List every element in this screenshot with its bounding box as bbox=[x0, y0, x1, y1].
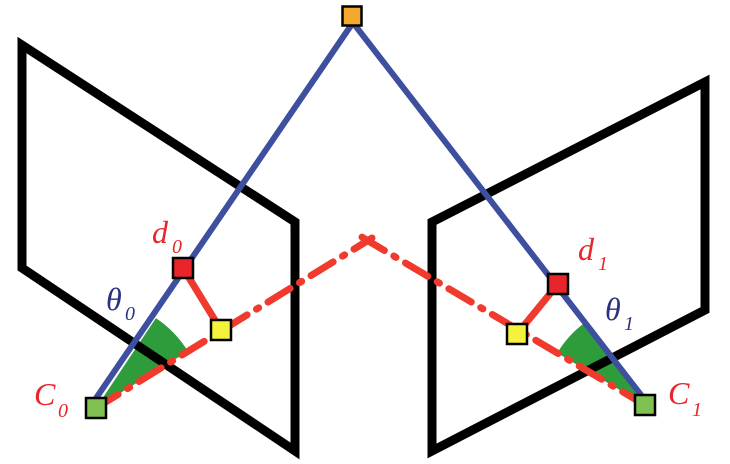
camera-center-1-marker bbox=[633, 393, 657, 417]
label-C1: C 1 bbox=[668, 375, 702, 421]
label-theta0: θ 0 bbox=[106, 281, 135, 325]
label-theta1-subscript: 1 bbox=[624, 313, 634, 335]
camera-center-0-marker bbox=[84, 396, 108, 420]
label-theta0-base: θ bbox=[106, 281, 122, 317]
image-plane-left bbox=[17, 36, 300, 460]
projection-ray-right bbox=[351, 22, 651, 406]
diagram-labels: d 0 d 1 θ 0 θ 1 C 0 C 1 bbox=[34, 214, 702, 422]
image-plane-right bbox=[427, 74, 710, 459]
point-markers bbox=[84, 5, 657, 420]
d1-marker bbox=[546, 272, 570, 296]
epipolar-point-1-marker bbox=[505, 322, 529, 346]
label-d1-base: d bbox=[578, 231, 595, 267]
epipolar-dashdot-right bbox=[356, 232, 649, 409]
projection-ray-left bbox=[87, 22, 355, 409]
epipolar-dashdot-left bbox=[92, 234, 376, 412]
angle-wedge-theta0 bbox=[96, 318, 188, 408]
label-C0-subscript: 0 bbox=[58, 400, 68, 422]
label-C0: C 0 bbox=[34, 376, 68, 422]
label-d1-subscript: 1 bbox=[598, 253, 608, 275]
label-C1-subscript: 1 bbox=[692, 399, 702, 421]
label-theta0-subscript: 0 bbox=[125, 303, 135, 325]
label-d1: d 1 bbox=[578, 231, 608, 275]
epipolar-point-0-marker bbox=[209, 318, 233, 342]
label-theta1: θ 1 bbox=[605, 291, 634, 335]
projection-rays bbox=[87, 22, 651, 409]
label-d0-base: d bbox=[152, 214, 169, 250]
label-theta1-base: θ bbox=[605, 291, 621, 327]
label-d0-subscript: 0 bbox=[172, 236, 182, 258]
label-C1-base: C bbox=[668, 375, 690, 411]
label-C0-base: C bbox=[34, 376, 56, 412]
d0-marker bbox=[171, 256, 195, 280]
scene-point-marker bbox=[341, 5, 363, 27]
label-d0: d 0 bbox=[152, 214, 182, 258]
angle-wedges bbox=[96, 318, 645, 408]
image-planes bbox=[17, 36, 710, 460]
epipolar-baselines bbox=[92, 232, 649, 412]
